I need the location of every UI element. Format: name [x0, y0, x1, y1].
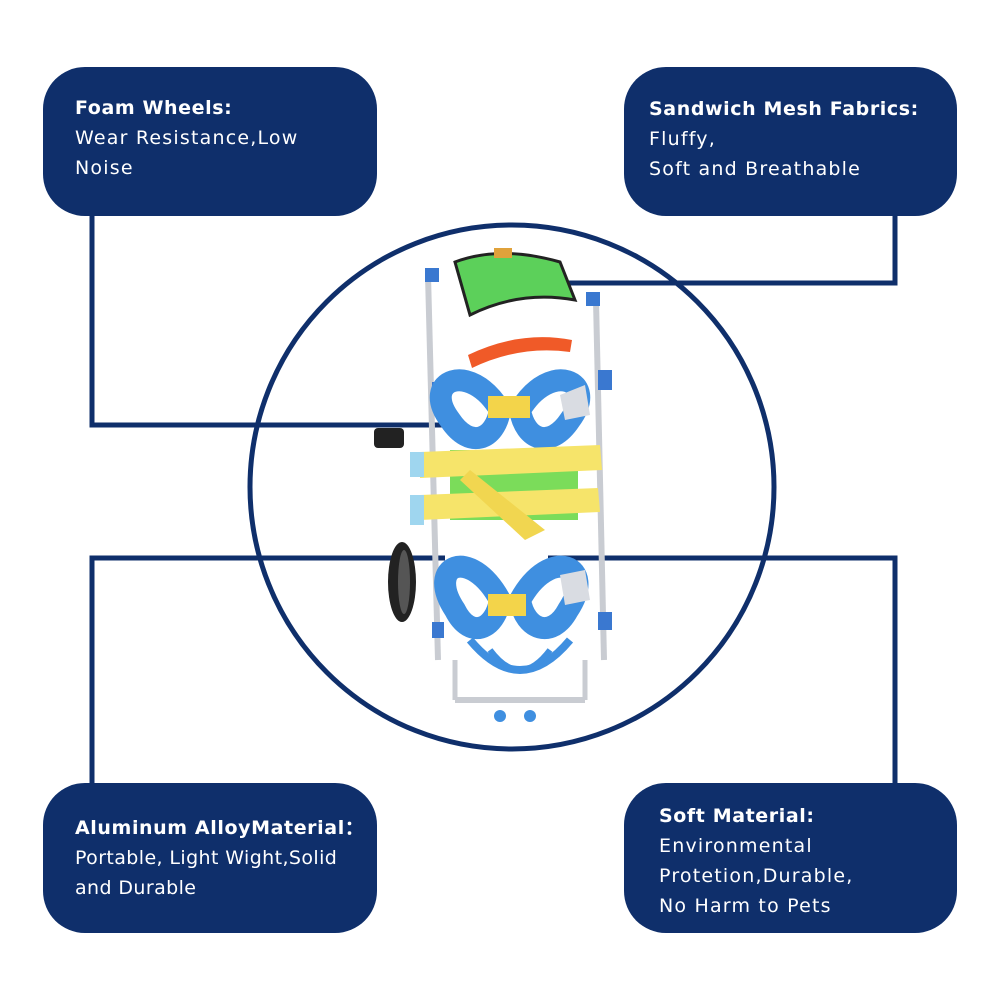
callout-aluminum-line: and Durable — [75, 877, 197, 899]
connector-aluminum — [89, 555, 445, 783]
callout-soft-material-line: Protetion,Durable, — [659, 865, 854, 887]
callout-sandwich-mesh: Sandwich Mesh Fabrics: Fluffy, Soft and … — [624, 67, 957, 216]
callout-foam-wheels: Foam Wheels: Wear Resistance,Low Noise — [43, 67, 377, 216]
callout-soft-material-line: No Harm to Pets — [659, 895, 832, 917]
callout-soft-material: Soft Material: Environmental Protetion,D… — [624, 783, 957, 933]
callout-foam-wheels-line: Wear Resistance,Low — [75, 127, 299, 149]
callout-aluminum-title: Aluminum AlloyMaterial： — [75, 817, 365, 839]
connector-soft-material — [548, 555, 898, 783]
callout-sandwich-mesh-title: Sandwich Mesh Fabrics: — [649, 98, 919, 120]
callout-sandwich-mesh-line: Soft and Breathable — [649, 158, 862, 180]
callout-foam-wheels-title: Foam Wheels: — [75, 97, 233, 119]
callout-foam-wheels-line: Noise — [75, 157, 134, 179]
callout-soft-material-title: Soft Material: — [659, 805, 815, 827]
product-circle-frame — [247, 222, 777, 752]
callout-soft-material-line: Environmental — [659, 835, 813, 857]
callout-sandwich-mesh-line: Fluffy, — [649, 128, 716, 150]
dog-wheelchair-illustration — [374, 248, 612, 722]
callout-aluminum: Aluminum AlloyMaterial： Portable, Light … — [43, 783, 377, 933]
connector-foam-wheels — [89, 216, 445, 428]
connector-sandwich-mesh — [548, 216, 898, 286]
callout-aluminum-line: Portable, Light Wight,Solid — [75, 847, 338, 869]
